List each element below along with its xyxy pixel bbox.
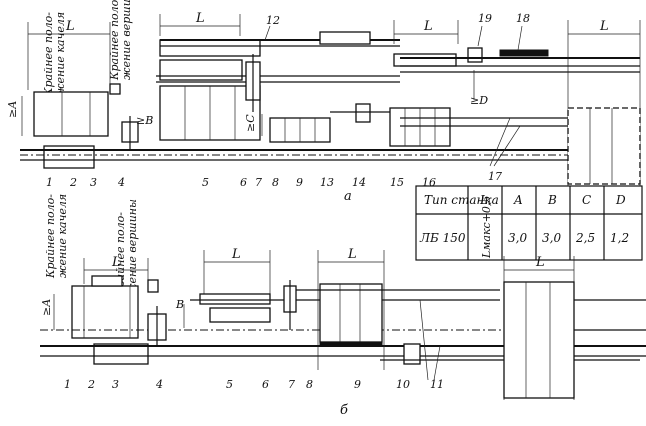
dim-B-b: B: [175, 298, 184, 311]
num-3-b: 3: [112, 378, 119, 391]
dim-L-left: L: [65, 19, 75, 34]
table-cell-L: Lмакс+0,5: [480, 196, 493, 259]
dim-A-b: ≥A: [40, 299, 53, 316]
num-5-b: 5: [226, 378, 233, 391]
table-cell-C: 2,5: [575, 231, 595, 245]
table-cell-A: 3,0: [508, 231, 527, 245]
num-6-b: 6: [262, 378, 269, 391]
num-5-a: 5: [202, 176, 209, 189]
num-1-a: 1: [46, 176, 53, 189]
num-8-a: 8: [272, 176, 279, 189]
dim-L-b1: L: [111, 255, 121, 270]
table-header-A: A: [513, 193, 523, 207]
dim-A-a: ≥A: [6, 101, 19, 118]
view-a: L Крайнее поло-жение качеля Крайнее поло…: [6, 0, 641, 204]
label-extreme-top-a: Крайнее поло-жение вершины: [108, 0, 133, 81]
num-6-a: 6: [240, 176, 247, 189]
num-14-a: 14: [352, 176, 366, 189]
num-17-a: 17: [488, 170, 502, 183]
table-header-D: D: [615, 193, 626, 207]
num-13-a: 13: [320, 176, 334, 189]
table-header-C: C: [582, 193, 591, 207]
label-extreme-cradle-b: Крайнее поло-жение качеля: [44, 194, 69, 279]
num-3-a: 3: [90, 176, 97, 189]
dim-B-a: ≥B: [136, 114, 153, 127]
dim-L-2: L: [195, 11, 205, 26]
dim-L-b3: L: [347, 247, 357, 262]
table-header-L: L: [479, 193, 488, 207]
table-cell-D: 1,2: [610, 231, 629, 245]
num-2-b: 2: [87, 378, 95, 391]
dim-D-a: ≥D: [470, 94, 488, 107]
num-18-a: 18: [516, 12, 530, 25]
dim-C-a: ≥C: [244, 114, 257, 132]
dim-L-b2: L: [231, 247, 241, 262]
num-8-b: 8: [306, 378, 313, 391]
num-1-b: 1: [64, 378, 71, 391]
dim-L-4: L: [599, 19, 609, 34]
view-b: Крайнее поло-жение качеля Крайнее поло-ж…: [40, 194, 646, 418]
label-extreme-cradle-a: Крайнее поло-жение качеля: [42, 12, 67, 97]
num-12-a: 12: [266, 14, 280, 27]
table-cell-B: 3,0: [542, 231, 561, 245]
dim-L-b4: L: [535, 255, 545, 270]
dim-L-3: L: [423, 19, 433, 34]
caption-b: б: [340, 403, 348, 418]
num-15-a: 15: [390, 176, 404, 189]
table-cell-type: ЛБ 150: [419, 231, 466, 245]
num-9-b: 9: [354, 378, 361, 391]
table-header-type: Тип станка: [424, 193, 499, 207]
caption-a: а: [344, 189, 352, 204]
num-19-a: 19: [478, 12, 492, 25]
table-header-B: B: [547, 193, 557, 207]
num-4-a: 4: [117, 176, 125, 189]
num-4-b: 4: [155, 378, 163, 391]
num-7-a: 7: [255, 176, 262, 189]
num-9-a: 9: [296, 176, 303, 189]
num-11-b: 11: [430, 378, 444, 391]
num-7-b: 7: [288, 378, 295, 391]
spec-table: Тип станка L A B C D ЛБ 150 Lмакс+0,5 3,…: [415, 185, 643, 261]
num-2-a: 2: [69, 176, 77, 189]
num-10-b: 10: [396, 378, 410, 391]
